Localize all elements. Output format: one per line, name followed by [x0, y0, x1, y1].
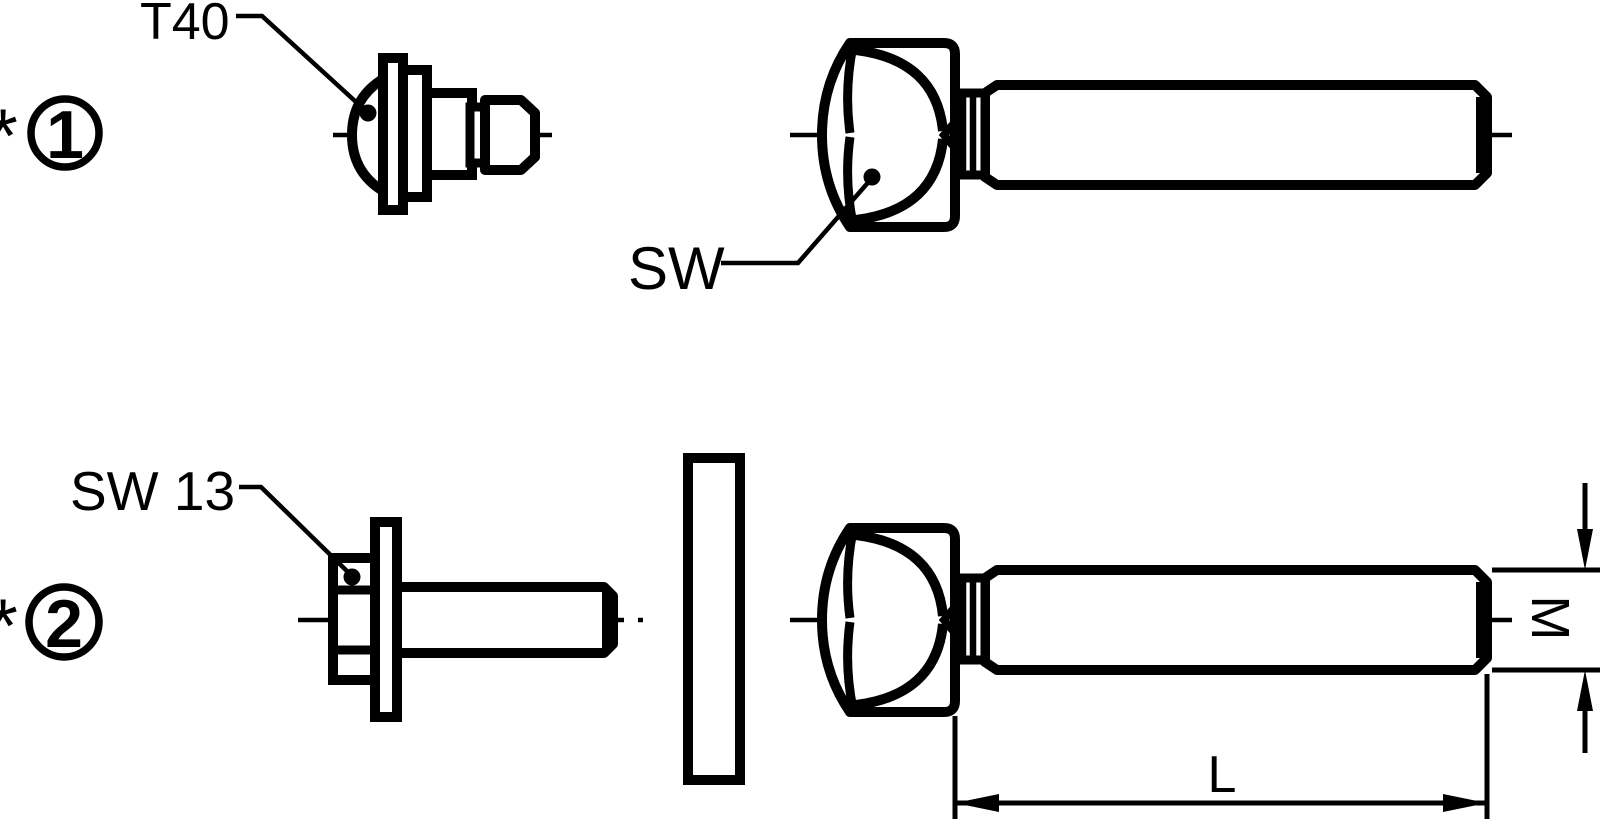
variant-1-circle — [27, 95, 103, 171]
sw13-label: SW 13 — [70, 460, 235, 522]
sw-leader-dot — [863, 168, 881, 186]
sw13-callout: SW 13 — [70, 460, 361, 586]
sw-label: SW — [628, 235, 725, 302]
torx-screw-thread-tip — [480, 95, 540, 175]
flange-screw-shank — [392, 582, 618, 658]
variant-1-marker: * 1 — [0, 94, 103, 179]
thread-extension-lines — [1492, 567, 1600, 673]
flange-screw-hex-head — [328, 553, 380, 685]
length-label: L — [1208, 746, 1237, 804]
t40-callout: T40 — [140, 0, 377, 122]
thread-dimension: M — [1492, 483, 1600, 753]
flange-screw-flange — [370, 517, 402, 722]
hex-bolt-1-drawing — [790, 43, 1512, 227]
variant-2-row: * 2 SW 13 — [0, 453, 1600, 819]
variant-2-asterisk: * — [0, 584, 18, 669]
torx-screw-shoulder — [422, 88, 477, 180]
sw-callout: SW — [628, 168, 881, 302]
sw13-leader-line — [239, 484, 354, 578]
thread-arrow-top — [1577, 529, 1593, 570]
variant-1-asterisk: * — [0, 94, 18, 179]
variant-2-marker: * 2 — [0, 583, 103, 669]
t40-leader-line — [236, 13, 369, 114]
length-arrow-left — [955, 794, 999, 812]
t40-label: T40 — [140, 0, 230, 51]
sw-leader-line — [721, 176, 874, 266]
thread-arrow-bottom — [1577, 670, 1593, 711]
sw13-leader-dot — [343, 568, 361, 586]
variant-2-number: 2 — [45, 586, 83, 662]
length-dimension: L — [952, 674, 1490, 819]
length-arrow-right — [1443, 794, 1487, 812]
flange-screw-head-facet-lines — [333, 585, 375, 655]
variant-2-circle — [25, 583, 103, 661]
spacer-plate — [683, 453, 745, 785]
t40-leader-dot — [359, 104, 377, 122]
flange-screw-drawing — [298, 517, 643, 722]
torx-screw-drawing — [333, 53, 552, 215]
thread-label: M — [1520, 596, 1580, 641]
hex-bolt-2-drawing — [790, 528, 1512, 712]
variant-1-row: * 1 T40 — [0, 0, 1512, 302]
variant-1-number: 1 — [46, 97, 84, 173]
